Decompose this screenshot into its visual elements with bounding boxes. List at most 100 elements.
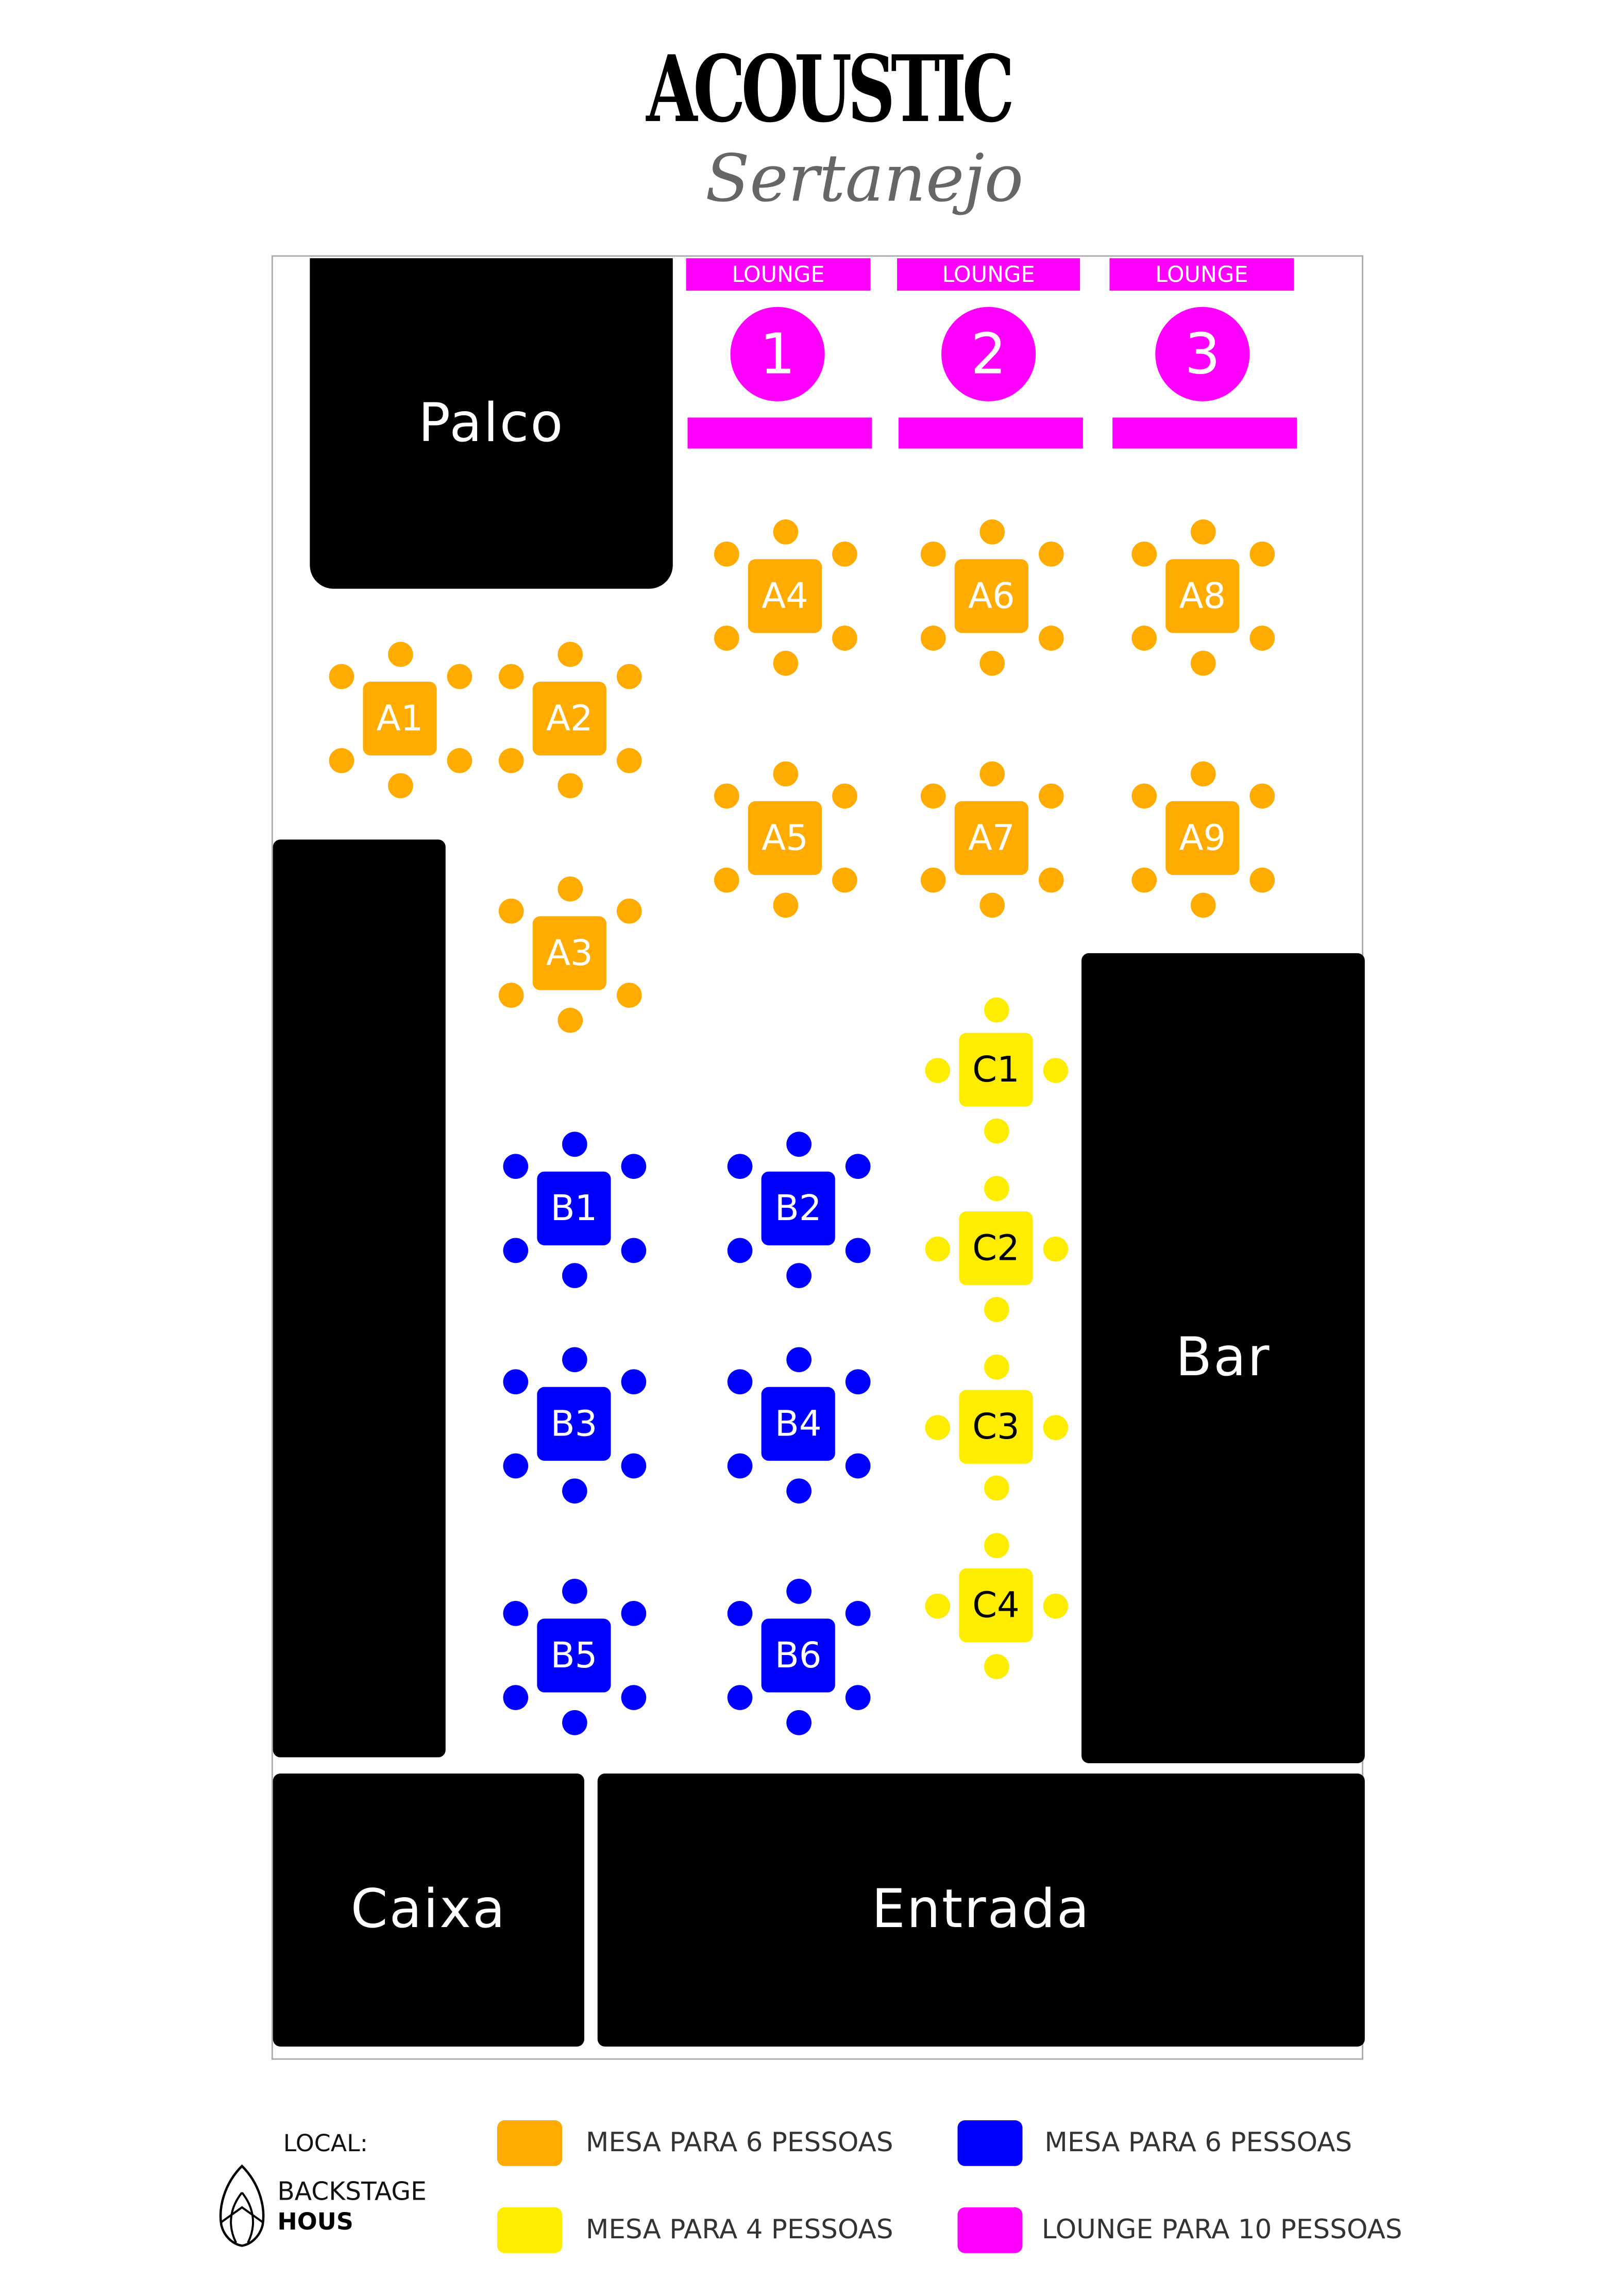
seat-a2-4[interactable] bbox=[616, 663, 641, 688]
seat-b5-4[interactable] bbox=[620, 1600, 646, 1626]
seat-a4-2[interactable] bbox=[772, 650, 798, 676]
seat-a4-1[interactable] bbox=[772, 518, 798, 544]
seat-b2-6[interactable] bbox=[844, 1237, 870, 1262]
seat-a4-3[interactable] bbox=[713, 541, 739, 566]
seat-a4-6[interactable] bbox=[831, 624, 857, 650]
seat-a5-2[interactable] bbox=[772, 892, 798, 917]
seat-b1-1[interactable] bbox=[561, 1130, 587, 1156]
seat-c2-3[interactable] bbox=[924, 1236, 950, 1261]
seat-b3-4[interactable] bbox=[620, 1368, 646, 1394]
seat-c2-2[interactable] bbox=[983, 1296, 1009, 1322]
seat-b6-1[interactable] bbox=[785, 1578, 811, 1603]
table-c1[interactable]: C1 bbox=[959, 1033, 1033, 1107]
table-b6[interactable]: B6 bbox=[761, 1618, 835, 1693]
seat-a5-6[interactable] bbox=[831, 867, 857, 892]
seat-a1-2[interactable] bbox=[387, 772, 413, 798]
seat-b2-4[interactable] bbox=[844, 1153, 870, 1178]
seat-a8-4[interactable] bbox=[1249, 541, 1274, 566]
seat-a7-1[interactable] bbox=[978, 761, 1004, 786]
table-b1[interactable]: B1 bbox=[537, 1171, 611, 1245]
seat-b1-4[interactable] bbox=[620, 1153, 646, 1178]
seat-a2-2[interactable] bbox=[557, 772, 582, 798]
seat-c3-4[interactable] bbox=[1042, 1414, 1068, 1440]
seat-a2-5[interactable] bbox=[498, 747, 523, 773]
seat-b1-2[interactable] bbox=[561, 1262, 587, 1288]
seat-a8-1[interactable] bbox=[1190, 518, 1215, 544]
seat-b2-1[interactable] bbox=[785, 1130, 811, 1156]
seat-a8-6[interactable] bbox=[1249, 624, 1274, 650]
seat-b4-6[interactable] bbox=[844, 1453, 870, 1478]
seat-a4-5[interactable] bbox=[713, 624, 739, 650]
seat-c4-1[interactable] bbox=[983, 1532, 1009, 1558]
table-c4[interactable]: C4 bbox=[959, 1568, 1033, 1643]
seat-a9-4[interactable] bbox=[1249, 783, 1274, 808]
seat-a8-2[interactable] bbox=[1190, 650, 1215, 676]
table-b3[interactable]: B3 bbox=[537, 1387, 611, 1461]
seat-a5-5[interactable] bbox=[713, 867, 739, 892]
seat-a9-2[interactable] bbox=[1190, 892, 1215, 917]
seat-b5-5[interactable] bbox=[502, 1684, 528, 1710]
seat-c4-4[interactable] bbox=[1042, 1593, 1068, 1618]
seat-a2-1[interactable] bbox=[557, 641, 582, 666]
seat-a8-5[interactable] bbox=[1130, 624, 1156, 650]
seat-c4-3[interactable] bbox=[924, 1593, 950, 1618]
seat-a5-4[interactable] bbox=[831, 783, 857, 808]
seat-a4-4[interactable] bbox=[831, 541, 857, 566]
seat-a3-6[interactable] bbox=[616, 982, 641, 1007]
seat-c3-2[interactable] bbox=[983, 1475, 1009, 1500]
lounge-1[interactable]: 1 bbox=[730, 307, 825, 401]
seat-b4-1[interactable] bbox=[785, 1346, 811, 1372]
seat-a6-2[interactable] bbox=[978, 650, 1004, 676]
table-b4[interactable]: B4 bbox=[761, 1387, 835, 1461]
table-c3[interactable]: C3 bbox=[959, 1390, 1033, 1464]
table-a1[interactable]: A1 bbox=[363, 681, 437, 756]
seat-a9-3[interactable] bbox=[1130, 783, 1156, 808]
seat-a6-6[interactable] bbox=[1038, 624, 1063, 650]
seat-c4-2[interactable] bbox=[983, 1653, 1009, 1679]
seat-a9-1[interactable] bbox=[1190, 761, 1215, 786]
seat-c1-2[interactable] bbox=[983, 1118, 1009, 1143]
seat-a7-6[interactable] bbox=[1038, 867, 1063, 892]
seat-a7-2[interactable] bbox=[978, 892, 1004, 917]
seat-b5-2[interactable] bbox=[561, 1709, 587, 1735]
seat-a9-5[interactable] bbox=[1130, 867, 1156, 892]
seat-b5-6[interactable] bbox=[620, 1684, 646, 1710]
seat-a1-1[interactable] bbox=[387, 641, 413, 666]
seat-c1-1[interactable] bbox=[983, 997, 1009, 1022]
seat-b2-3[interactable] bbox=[726, 1153, 752, 1178]
seat-b3-1[interactable] bbox=[561, 1346, 587, 1372]
seat-c1-3[interactable] bbox=[924, 1057, 950, 1083]
seat-a9-6[interactable] bbox=[1249, 867, 1274, 892]
seat-b4-5[interactable] bbox=[726, 1453, 752, 1478]
seat-a1-5[interactable] bbox=[328, 747, 353, 773]
table-a4[interactable]: A4 bbox=[748, 559, 822, 633]
table-b2[interactable]: B2 bbox=[761, 1171, 835, 1245]
seat-a3-4[interactable] bbox=[616, 898, 641, 923]
seat-b6-6[interactable] bbox=[844, 1684, 870, 1710]
table-a8[interactable]: A8 bbox=[1165, 559, 1240, 633]
lounge-2[interactable]: 2 bbox=[941, 307, 1036, 401]
seat-b2-2[interactable] bbox=[785, 1262, 811, 1288]
seat-a6-5[interactable] bbox=[920, 624, 945, 650]
table-a9[interactable]: A9 bbox=[1165, 801, 1240, 875]
table-a5[interactable]: A5 bbox=[748, 801, 822, 875]
seat-b6-2[interactable] bbox=[785, 1709, 811, 1735]
table-a6[interactable]: A6 bbox=[954, 559, 1028, 633]
seat-b4-2[interactable] bbox=[785, 1477, 811, 1503]
seat-b6-5[interactable] bbox=[726, 1684, 752, 1710]
lounge-3[interactable]: 3 bbox=[1155, 307, 1250, 401]
seat-a7-3[interactable] bbox=[920, 783, 945, 808]
seat-b5-1[interactable] bbox=[561, 1578, 587, 1603]
seat-c3-3[interactable] bbox=[924, 1414, 950, 1440]
seat-a5-3[interactable] bbox=[713, 783, 739, 808]
seat-a3-5[interactable] bbox=[498, 982, 523, 1007]
seat-c2-1[interactable] bbox=[983, 1175, 1009, 1201]
seat-a5-1[interactable] bbox=[772, 761, 798, 786]
seat-c2-4[interactable] bbox=[1042, 1236, 1068, 1261]
seat-b4-4[interactable] bbox=[844, 1368, 870, 1394]
seat-a1-6[interactable] bbox=[446, 747, 471, 773]
seat-c3-1[interactable] bbox=[983, 1354, 1009, 1379]
seat-a2-6[interactable] bbox=[616, 747, 641, 773]
seat-a6-3[interactable] bbox=[920, 541, 945, 566]
seat-a8-3[interactable] bbox=[1130, 541, 1156, 566]
